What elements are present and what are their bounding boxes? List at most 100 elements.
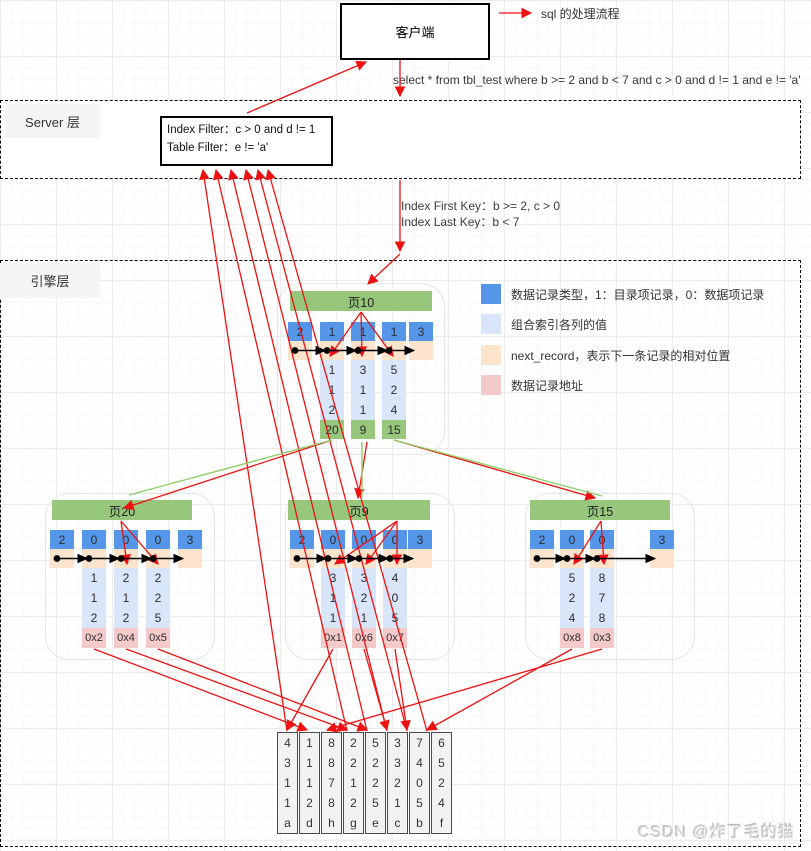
record-address-cell: 0x5 — [146, 628, 170, 648]
index-first-key: Index First Key：b >= 2, c > 0 — [401, 199, 561, 213]
table-record-value: 2 — [372, 776, 379, 790]
index-value-cell: 3 — [321, 568, 345, 588]
record-address-cell: 0x7 — [383, 628, 407, 648]
index-value-cell: 5 — [382, 360, 406, 380]
index-value-cell: 5 — [383, 608, 407, 628]
table-record-value: 0 — [416, 776, 423, 790]
table-record-value: 8 — [328, 756, 335, 770]
index-value-cell: 1 — [351, 380, 375, 400]
record-type-cell: 3 — [408, 530, 432, 549]
index-value-cell: 1 — [352, 608, 376, 628]
legend-label: 数据记录地址 — [511, 378, 584, 393]
record-type-cell: 2 — [290, 530, 314, 549]
next-record-cell — [351, 341, 375, 360]
legend-swatch-icon — [481, 375, 501, 395]
table-record-value: 5 — [372, 796, 379, 810]
index-value-cell: 1 — [114, 588, 138, 608]
record-type-cell: 0 — [146, 530, 170, 549]
table-record-value: 1 — [284, 776, 291, 790]
table-record-value: 2 — [350, 736, 357, 750]
next-record-cell — [320, 341, 344, 360]
index-value-cell: 1 — [82, 568, 106, 588]
record-type-cell: 0 — [352, 530, 376, 549]
server-layer-band — [0, 100, 801, 179]
table-record-value: 2 — [438, 776, 445, 790]
page-container-p15 — [525, 493, 695, 660]
sql-flow-legend-label: sql 的处理流程 — [541, 7, 620, 21]
table-record-value: 7 — [328, 776, 335, 790]
next-record-cell — [409, 341, 433, 360]
record-type-cell: 0 — [82, 530, 106, 549]
next-record-cell — [383, 549, 407, 568]
table-record-value: g — [350, 816, 357, 830]
table-record-value: 1 — [394, 796, 401, 810]
child-page-pointer-cell: 15 — [382, 420, 406, 439]
record-type-cell: 0 — [321, 530, 345, 549]
next-record-cell — [321, 549, 345, 568]
index-value-cell: 2 — [146, 588, 170, 608]
index-value-cell: 1 — [82, 588, 106, 608]
record-address-cell: 0x6 — [352, 628, 376, 648]
record-type-cell: 0 — [383, 530, 407, 549]
table-record-value: 1 — [306, 736, 313, 750]
record-type-cell: 3 — [650, 530, 674, 549]
index-value-cell: 0 — [383, 588, 407, 608]
index-value-cell: 5 — [146, 608, 170, 628]
record-address-cell: 0x4 — [114, 628, 138, 648]
index-value-cell: 2 — [146, 568, 170, 588]
table-record-value: c — [394, 816, 401, 830]
next-record-cell — [290, 549, 314, 568]
next-record-cell — [178, 549, 202, 568]
record-type-cell: 3 — [178, 530, 202, 549]
table-record-value: a — [284, 816, 291, 830]
table-filter-line: Table Filter：e != 'a' — [167, 141, 269, 154]
next-record-cell — [352, 549, 376, 568]
index-value-cell: 2 — [560, 588, 584, 608]
legend-item: next_record，表示下一条记录的相对位置 — [481, 345, 730, 365]
table-record-value: 6 — [438, 736, 445, 750]
index-value-cell: 2 — [114, 608, 138, 628]
next-record-cell — [146, 549, 170, 568]
index-value-cell: 1 — [351, 400, 375, 420]
index-last-key: Index Last Key：b < 7 — [401, 215, 520, 230]
next-record-cell — [82, 549, 106, 568]
index-value-cell: 1 — [320, 380, 344, 400]
table-record-value: f — [439, 816, 444, 830]
index-value-cell: 2 — [114, 568, 138, 588]
table-record-value: e — [372, 816, 379, 830]
index-filter-line: Index Filter：c > 0 and d != 1 — [167, 124, 316, 136]
index-key-range: Index First Key：b >= 2, c > 0 Index Last… — [401, 198, 560, 230]
index-value-cell: 7 — [590, 588, 614, 608]
table-record-value: 1 — [284, 796, 291, 810]
table-record-value: 5 — [372, 736, 379, 750]
next-record-cell — [560, 549, 584, 568]
index-value-cell: 4 — [560, 608, 584, 628]
client-label: 客户端 — [395, 25, 435, 40]
table-record-value: 2 — [394, 776, 401, 790]
index-value-cell: 8 — [590, 608, 614, 628]
index-value-cell: 3 — [351, 360, 375, 380]
table-record-value: 1 — [350, 776, 357, 790]
legend-label: 数据记录类型，1：目录项记录，0：数据项记录 — [511, 287, 765, 302]
table-record-value: 2 — [350, 756, 357, 770]
filter-box: Index Filter：c > 0 and d != 1 Table Filt… — [160, 116, 333, 166]
record-address-cell: 0x2 — [82, 628, 106, 648]
table-record-value: b — [416, 816, 423, 830]
table-record-value: d — [306, 816, 313, 830]
record-type-cell: 1 — [382, 322, 406, 341]
index-value-cell: 2 — [320, 400, 344, 420]
index-value-cell: 1 — [320, 360, 344, 380]
record-type-cell: 2 — [288, 322, 312, 341]
record-type-cell: 1 — [351, 322, 375, 341]
next-record-cell — [114, 549, 138, 568]
index-value-cell: 1 — [321, 588, 345, 608]
table-record-value: 5 — [416, 796, 423, 810]
page-header-p9: 页9 — [288, 500, 430, 520]
server-layer-label: Server 层 — [5, 104, 100, 138]
next-record-cell — [382, 341, 406, 360]
record-address-cell: 0x1 — [321, 628, 345, 648]
next-record-cell — [530, 549, 554, 568]
